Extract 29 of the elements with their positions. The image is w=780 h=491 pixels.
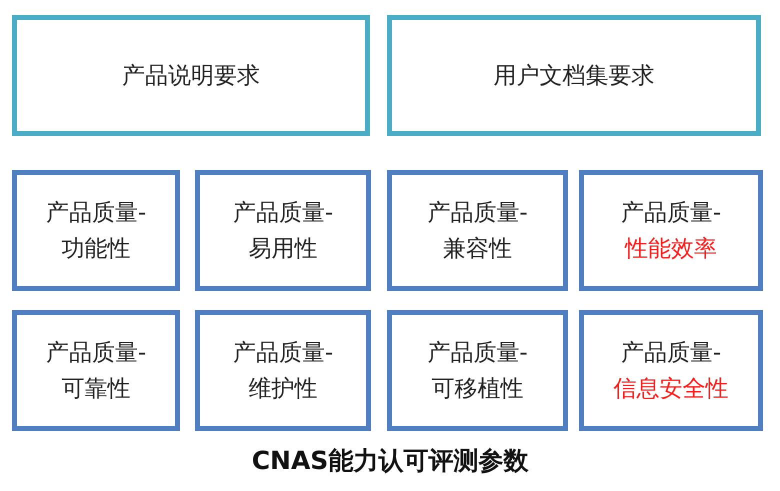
box-text: 产品质量-	[427, 198, 528, 228]
text-box	[12, 170, 180, 291]
box-text: 维护性	[248, 374, 318, 404]
box-text: 产品质量-	[620, 338, 722, 368]
box-text: 可靠性	[62, 374, 130, 404]
text-box	[12, 15, 370, 136]
box-text: 产品质量-	[232, 338, 334, 368]
box-text: 产品质量-	[46, 338, 146, 368]
caption: CNAS能力认可评测参数	[252, 445, 528, 477]
text-box	[387, 170, 568, 291]
text-box	[387, 15, 761, 136]
box-text: 产品质量-	[46, 198, 146, 228]
box-text: 兼容性	[443, 234, 512, 264]
box-text: 易用性	[248, 234, 318, 264]
box-text: 性能效率	[625, 234, 717, 264]
box-text: 信息安全性	[614, 374, 728, 404]
box-text: 产品质量-	[620, 198, 722, 228]
box-text: 功能性	[62, 234, 130, 264]
box-text: 可移植性	[432, 374, 524, 404]
box-text: 产品说明要求	[122, 62, 260, 90]
text-box	[195, 310, 371, 431]
box-text: 产品质量-	[232, 198, 334, 228]
box-text: 用户文档集要求	[494, 62, 654, 90]
text-box	[195, 170, 371, 291]
box-text: 产品质量-	[427, 338, 528, 368]
text-box	[387, 310, 568, 431]
text-box	[12, 310, 180, 431]
text-box	[579, 170, 763, 291]
text-box	[579, 310, 763, 431]
